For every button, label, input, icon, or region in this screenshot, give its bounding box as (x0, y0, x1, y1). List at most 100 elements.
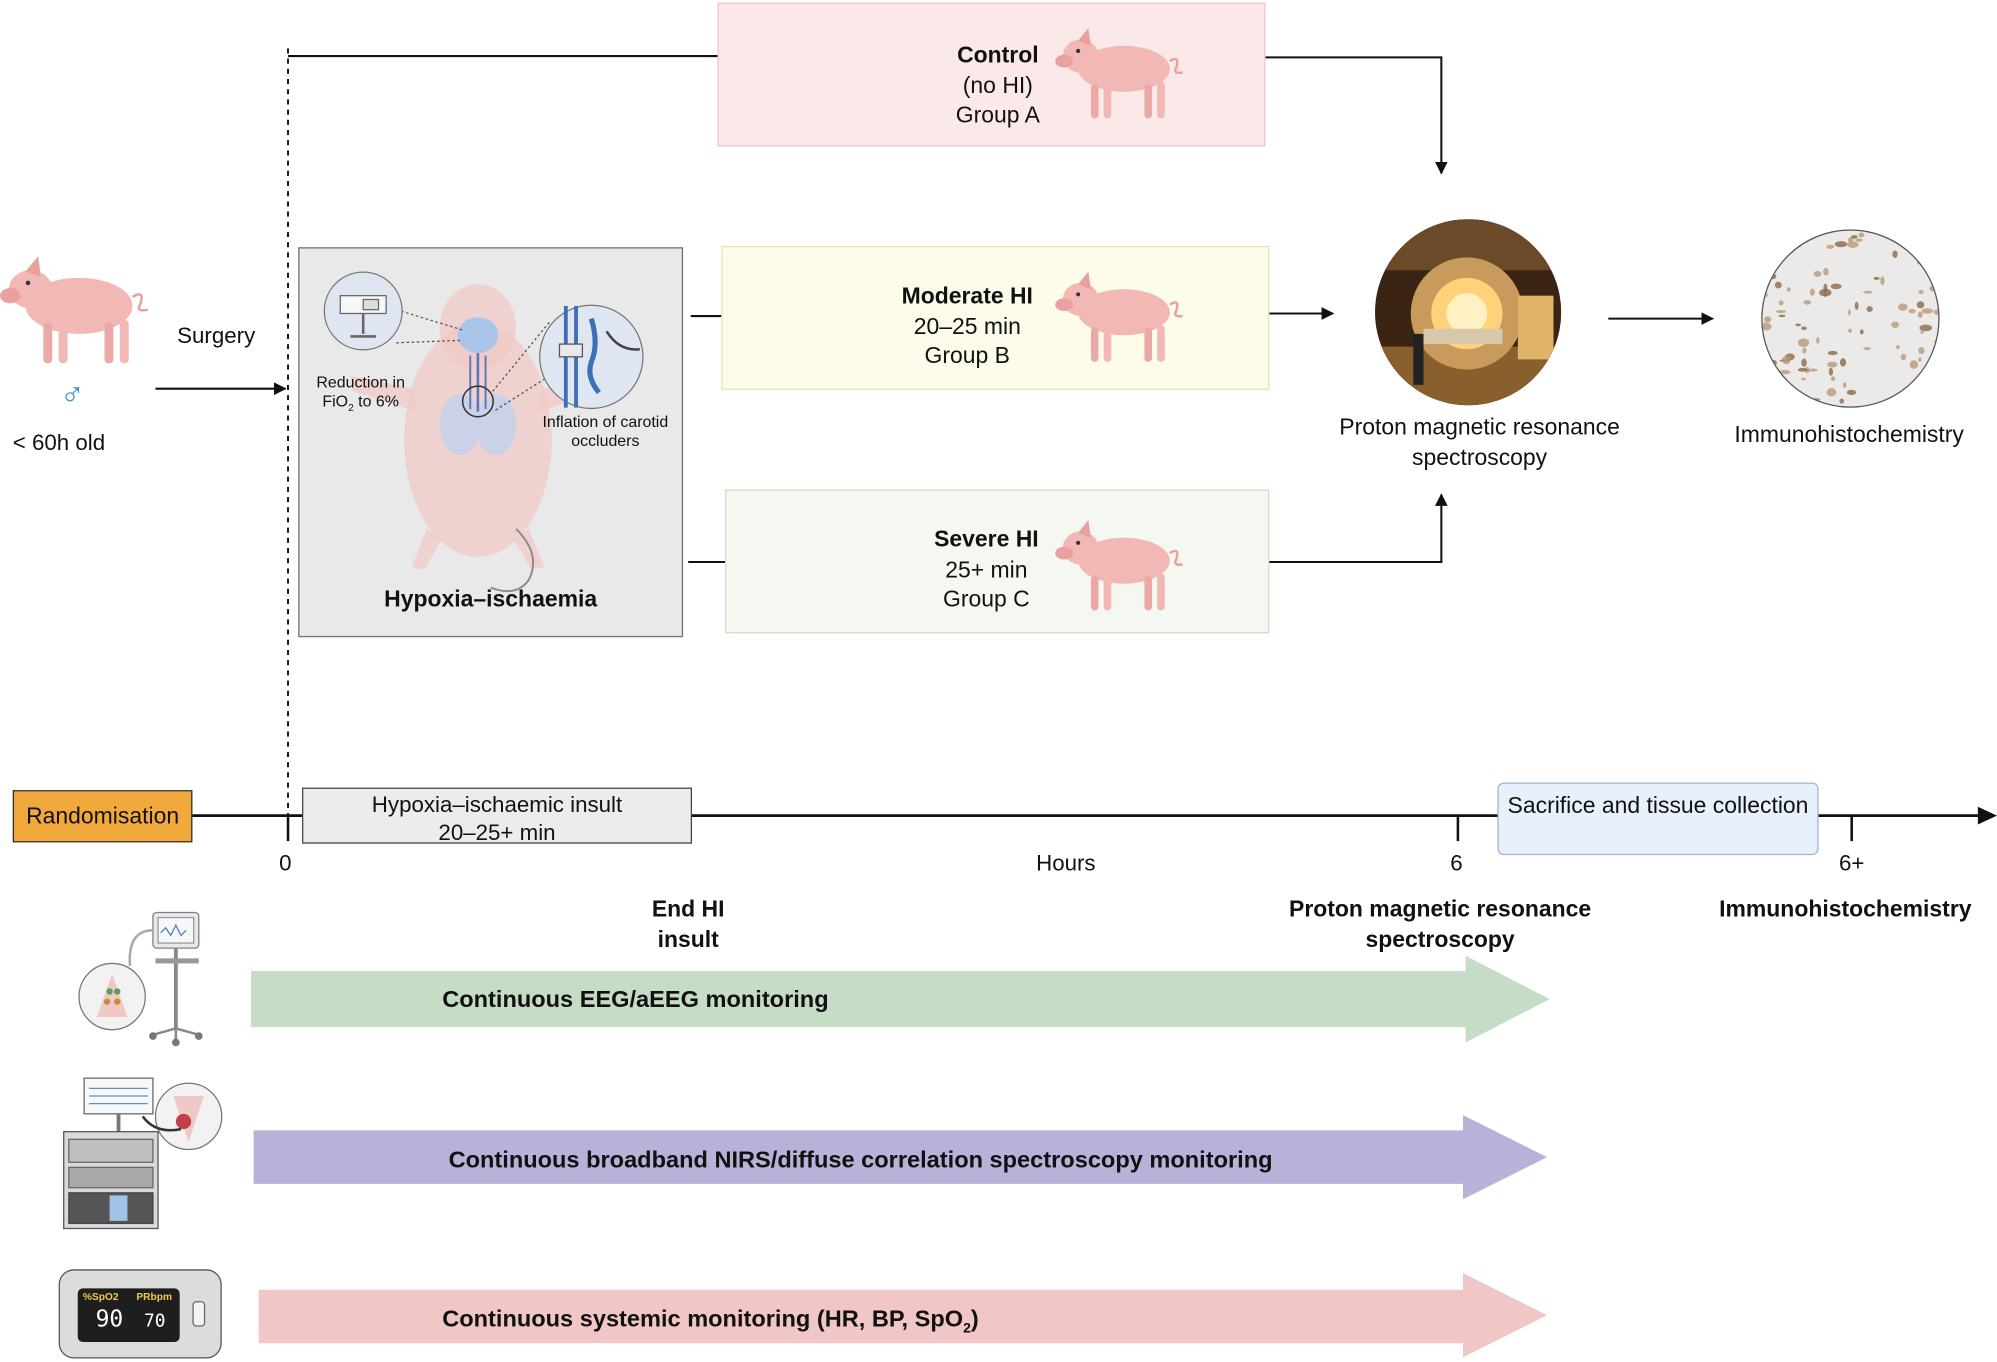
ihc-stain-speck (1839, 398, 1845, 404)
mri-scanner-photo (1375, 219, 1562, 406)
ihc-stain-speck (1813, 270, 1822, 278)
ihc-stain-speck (1854, 301, 1859, 310)
hypoxia-ischaemia-panel: Reduction in FiO2 to 6% Inflation of car… (298, 247, 684, 638)
tick-label-6: 6 (1450, 850, 1463, 876)
spo2-value: 90 (95, 1306, 124, 1334)
ihc-stain-speck (1900, 353, 1907, 361)
ihc-stain-speck (1848, 237, 1854, 243)
ihc-stain-speck (1863, 347, 1871, 351)
ihc-stain-speck (1919, 324, 1933, 332)
ihc-stain-speck (1775, 310, 1787, 314)
nirs-device-icon (59, 1070, 227, 1242)
ihc-stain-speck (1921, 308, 1934, 314)
ihc-stain-speck (1797, 367, 1808, 372)
ihc-stain-speck (1933, 308, 1939, 316)
ihc-stain-speck (1797, 338, 1810, 348)
ihc-stain-speck (1826, 244, 1835, 249)
ihc-stain-speck (1895, 345, 1900, 350)
ihc-stain-speck (1801, 377, 1806, 381)
carotid-occluder-label: Inflation of carotid occluders (542, 412, 669, 450)
tick-label-6-plus: 6+ (1838, 850, 1865, 876)
ihc-stain-speck (1819, 288, 1832, 297)
ihc-stain-speck (1830, 283, 1842, 290)
ihc-stain-speck (1834, 241, 1848, 248)
ihc-stain-speck (1802, 347, 1807, 354)
randomisation-box: Randomisation (12, 790, 193, 843)
ihc-stain-speck (1846, 389, 1857, 396)
group-b-box (721, 245, 1270, 390)
ihc-stain-speck (1917, 311, 1923, 318)
age-label: < 60h old (12, 429, 106, 455)
ihc-stain-speck (1801, 326, 1807, 331)
ihc-stain-speck (1858, 232, 1865, 238)
ihc-stain-speck (1866, 306, 1873, 312)
ihc-stain-speck (1873, 276, 1880, 280)
hypoxia-ischaemia-title: Hypoxia–ischaemia (384, 586, 598, 612)
ihc-stain-speck (1855, 238, 1863, 242)
ihc-stain-speck (1778, 369, 1791, 375)
group-a-text: Control (no HI) Group A (955, 42, 1040, 128)
axis-label-hours: Hours (1036, 850, 1096, 876)
ihc-stain-speck (1892, 250, 1898, 258)
ihc-stain-speck (1826, 388, 1837, 397)
ihc-stain-speck (1762, 322, 1772, 331)
ihc-stain-speck (1782, 355, 1791, 365)
piglet-icon (1050, 512, 1193, 614)
ihc-stain-speck (1778, 314, 1786, 318)
end-hi-label: End HI insult (651, 895, 725, 952)
mrs-timepoint-label: Proton magnetic resonance spectroscopy (1289, 895, 1592, 952)
ihc-stain-speck (1774, 281, 1782, 289)
group-b-text: Moderate HI 20–25 min Group B (901, 282, 1033, 369)
eeg-monitor-icon (76, 907, 216, 1056)
ihc-stain-speck (1778, 300, 1784, 306)
eeg-monitoring-label: Continuous EEG/aEEG monitoring (442, 985, 829, 1012)
ihc-timepoint-label: Immunohistochemistry (1719, 895, 1972, 922)
oximeter-screen: %SpO2 PRbpm 90 70 (77, 1288, 180, 1342)
ihc-stain-speck (1848, 328, 1852, 333)
ihc-stain-speck (1909, 360, 1919, 369)
ihc-stain-speck (1809, 288, 1815, 296)
ihc-label: Immunohistochemistry (1734, 421, 1964, 448)
ihc-stain-speck (1808, 368, 1818, 372)
piglet-icon (1050, 264, 1193, 366)
ihc-stain-speck (1816, 337, 1820, 344)
immunohistochemistry-photo (1761, 229, 1940, 408)
ihc-stain-speck (1891, 321, 1899, 328)
ihc-stain-speck (1847, 241, 1859, 248)
ihc-stain-speck (1908, 308, 1916, 314)
oximeter-button (192, 1301, 206, 1327)
ihc-stain-speck (1897, 303, 1908, 311)
ihc-stain-speck (1842, 382, 1847, 388)
ihc-stain-speck (1803, 300, 1812, 305)
piglet-icon (1050, 20, 1193, 122)
ihc-stain-speck (1916, 301, 1925, 309)
ihc-stain-speck (1920, 330, 1924, 334)
ihc-stain-speck (1918, 290, 1924, 295)
ihc-stain-speck (1918, 347, 1925, 355)
sacrifice-box: Sacrifice and tissue collection (1497, 782, 1819, 856)
ihc-stain-speck (1827, 361, 1838, 368)
piglet-icon (0, 249, 155, 370)
carotid-occluder-icon (539, 304, 644, 410)
surgery-label: Surgery (177, 322, 256, 348)
ihc-stain-speck (1848, 309, 1851, 316)
ihc-stain-speck (1801, 358, 1807, 367)
group-c-box (725, 489, 1270, 634)
ihc-stain-speck (1850, 234, 1858, 239)
ihc-stain-speck (1859, 329, 1864, 335)
ihc-stain-speck (1827, 350, 1838, 356)
ihc-stain-speck (1918, 357, 1922, 362)
spo2-label: %SpO2 (82, 1290, 119, 1303)
group-c-text: Severe HI 25+ min Group C (934, 526, 1039, 612)
fio2-reduction-label: Reduction in FiO2 to 6% (316, 373, 405, 414)
ihc-stain-speck (1786, 287, 1791, 292)
ihc-stain-speck (1830, 376, 1836, 382)
group-a-box (717, 2, 1266, 147)
ihc-stain-speck (1795, 323, 1802, 327)
systemic-monitoring-label: Continuous systemic monitoring (HR, BP, … (442, 1304, 979, 1337)
ihc-stain-speck (1839, 358, 1847, 367)
nirs-monitoring-label: Continuous broadband NIRS/diffuse correl… (448, 1145, 1273, 1173)
tick-label-0: 0 (279, 850, 292, 876)
